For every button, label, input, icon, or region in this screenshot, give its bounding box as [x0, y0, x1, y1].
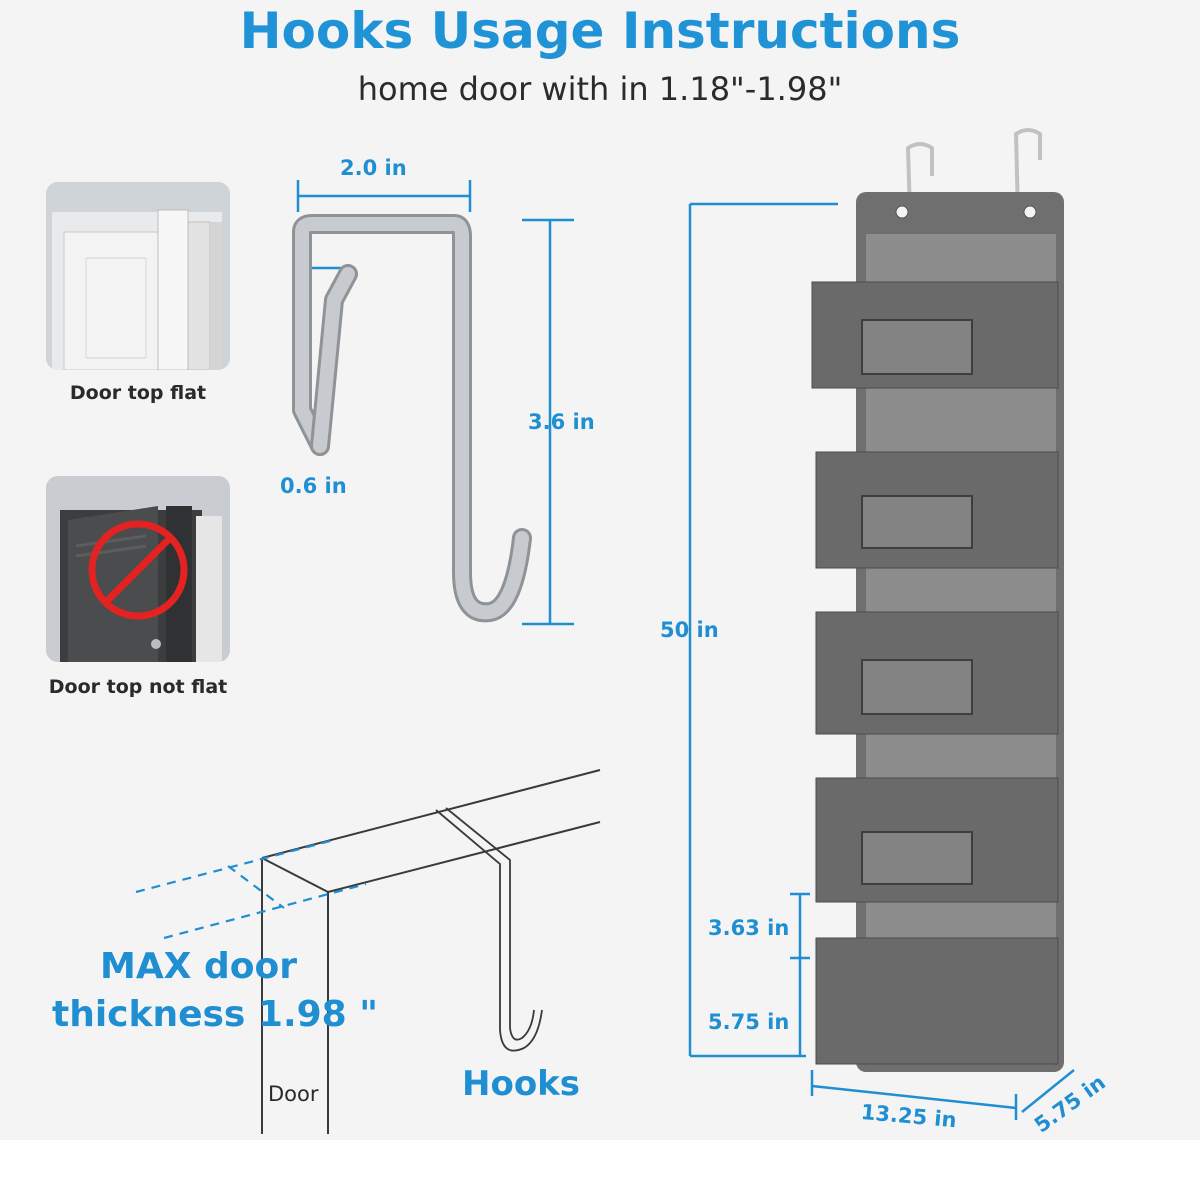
door-top-flat-illustration [46, 182, 230, 370]
door-label: Door [268, 1082, 319, 1106]
max-thickness-label-line2: thickness 1.98 " [52, 994, 379, 1035]
thickness-dashed-lines [135, 838, 367, 940]
total-height-dimension-line [688, 202, 838, 1058]
page-title: Hooks Usage Instructions [239, 2, 961, 60]
hanging-organizer [811, 128, 1064, 1072]
hooks-label: Hooks [462, 1064, 581, 1104]
door-hook-outline [435, 807, 543, 1052]
organizer-bottom-pocket [815, 937, 1059, 1065]
organizer-pocket [811, 281, 1059, 389]
organizer-pocket [815, 611, 1059, 735]
pocket-gap-label: 3.63 in [708, 916, 790, 940]
pocket-dimension-lines [790, 892, 810, 1056]
max-thickness-label-line1: MAX door [100, 946, 297, 987]
hook-height-dimension-line [522, 218, 574, 626]
organizer-pocket [815, 777, 1059, 903]
door-line-drawing [261, 769, 601, 1134]
door-top-flat-caption: Door top flat [69, 382, 207, 404]
hook-width-dimension-line [296, 180, 472, 212]
door-top-flat-image [46, 182, 230, 370]
width-depth-dimension-lines [810, 1069, 1075, 1120]
hook-height-label: 3.6 in [528, 410, 595, 434]
prohibited-icon [88, 520, 188, 620]
over-door-hook [292, 214, 532, 623]
organizer-pocket [815, 451, 1059, 569]
hook-thickness-label: 0.6 in [280, 474, 347, 498]
door-top-not-flat-illustration [46, 476, 230, 662]
hook-width-label: 2.0 in [340, 156, 407, 180]
organizer-hooks [905, 128, 1042, 215]
page-subtitle: home door with in 1.18"-1.98" [357, 70, 843, 108]
bottom-margin [0, 1140, 1200, 1200]
pocket-height-label: 5.75 in [708, 1010, 790, 1034]
total-height-label: 50 in [660, 618, 719, 642]
door-top-not-flat-caption: Door top not flat [48, 676, 228, 698]
door-top-not-flat-image [46, 476, 230, 662]
